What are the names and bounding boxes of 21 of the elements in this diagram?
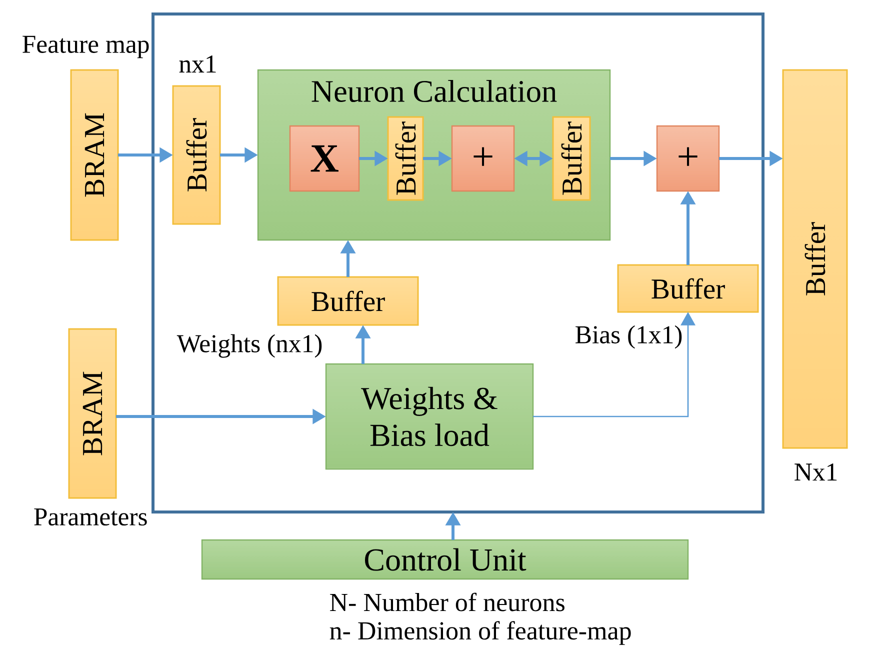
loader-block: Weights & Bias load — [325, 363, 534, 470]
buffer-block: Buffer — [172, 85, 221, 225]
buffer-block: Buffer — [387, 116, 424, 201]
buffer-block: Buffer — [782, 69, 848, 449]
memory-block: BRAM — [68, 328, 117, 499]
module-frame — [152, 12, 764, 514]
buffer-block: Buffer — [617, 264, 759, 313]
adder-block: + — [656, 125, 720, 192]
block-caption: Parameters — [34, 508, 147, 526]
block-caption: Feature map — [22, 36, 149, 58]
memory-block: BRAM — [70, 69, 119, 241]
edge-label: Weights (nx1) — [176, 334, 322, 358]
block-caption: nx1 — [179, 56, 216, 72]
buffer-block: Buffer — [277, 276, 419, 326]
adder-block: + — [451, 125, 515, 192]
block-caption: Nx1 — [794, 464, 837, 480]
buffer-block: Buffer — [552, 116, 591, 201]
multiplier-block: X — [289, 125, 360, 192]
edge-label: Bias (1x1) — [576, 325, 682, 349]
control-unit-box: Control Unit — [201, 539, 689, 580]
note-text: n- Dimension of feature-map — [330, 621, 631, 645]
